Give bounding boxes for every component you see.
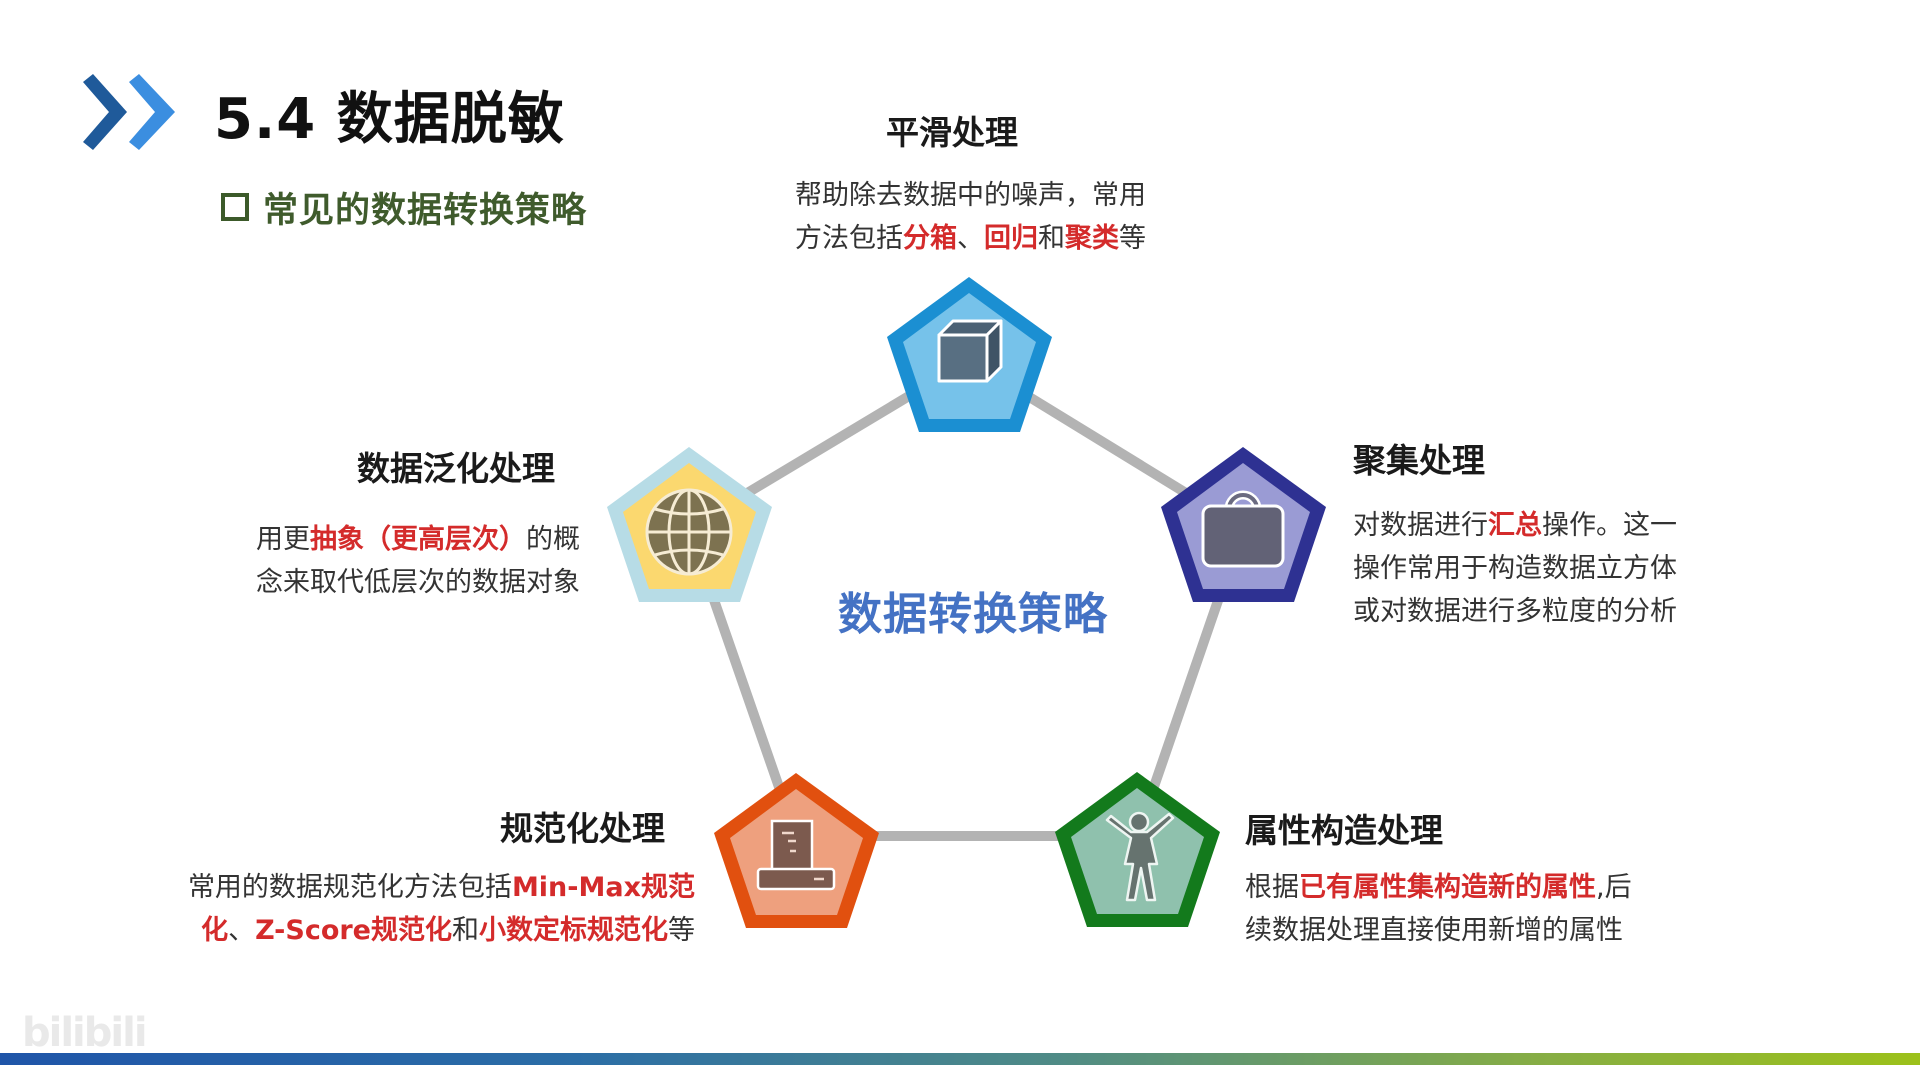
node-normalization-pentagon: [714, 773, 879, 928]
double-chevron-right-icon: [83, 74, 175, 150]
desc-text: 对数据进行: [1353, 510, 1488, 541]
desc-highlight: 化: [201, 915, 229, 946]
desc-text: 操作。这一: [1542, 510, 1677, 541]
desc-text: 方法包括: [795, 223, 903, 254]
desc-text: 或对数据进行多粒度的分析: [1353, 596, 1677, 627]
person-icon: [1105, 811, 1175, 902]
desc-highlight: 回归: [984, 223, 1038, 254]
node-generalization-pentagon: [607, 447, 772, 602]
desc-text: 等: [668, 915, 695, 946]
desc-text: 根据: [1245, 872, 1299, 903]
desc-highlight: 已有属性集构造新的属性: [1299, 872, 1596, 903]
center-label: 数据转换策略: [838, 589, 1108, 640]
cube-icon: [937, 319, 1003, 383]
briefcase-icon: [1201, 490, 1285, 568]
desc-highlight: Min-Max规范: [511, 872, 695, 903]
bullet-square-icon: [221, 193, 249, 221]
node-smoothing-pentagon: [887, 277, 1052, 432]
desc-line: 操作常用于构造数据立方体: [1353, 547, 1677, 590]
desc-line: 根据已有属性集构造新的属性,后: [1245, 866, 1632, 909]
desc-highlight: Z-Score规范化: [255, 915, 452, 946]
desc-line: 帮助除去数据中的噪声，常用: [795, 174, 1146, 217]
node-title-normalization: 规范化处理: [500, 809, 665, 848]
desc-text: 操作常用于构造数据立方体: [1353, 553, 1677, 584]
bottom-gradient-bar: [0, 1053, 1920, 1065]
desc-text: 用更: [256, 524, 310, 555]
desc-text: 等: [1119, 223, 1146, 254]
desc-line: 方法包括分箱、回归和聚类等: [795, 217, 1146, 260]
desc-text: 念来取代低层次的数据对象: [256, 567, 580, 598]
desc-highlight: 分箱: [903, 223, 957, 254]
node-desc-normalization: 常用的数据规范化方法包括Min-Max规范 化、Z-Score规范化和小数定标规…: [188, 866, 695, 952]
page-subtitle: 常见的数据转换策略: [263, 191, 588, 231]
node-desc-attribute: 根据已有属性集构造新的属性,后 续数据处理直接使用新增的属性: [1245, 866, 1632, 952]
desc-line: 念来取代低层次的数据对象: [256, 561, 580, 604]
desc-line: 或对数据进行多粒度的分析: [1353, 590, 1677, 633]
desc-line: 续数据处理直接使用新增的属性: [1245, 909, 1632, 952]
desc-text: 帮助除去数据中的噪声，常用: [795, 180, 1146, 211]
desc-line: 用更抽象（更高层次）的概: [256, 518, 580, 561]
node-aggregation-pentagon: [1161, 447, 1326, 602]
desc-highlight: 小数定标规范化: [479, 915, 668, 946]
desc-text: 、: [957, 223, 984, 254]
desc-text: 续数据处理直接使用新增的属性: [1245, 915, 1623, 946]
desc-line: 化、Z-Score规范化和小数定标规范化等: [188, 909, 695, 952]
desc-text: ,后: [1596, 872, 1632, 903]
node-title-aggregation: 聚集处理: [1353, 441, 1485, 480]
desc-text: 的概: [526, 524, 580, 555]
desc-text: 、: [228, 915, 256, 946]
desc-text: 和: [452, 915, 479, 946]
desc-line: 对数据进行汇总操作。这一: [1353, 504, 1677, 547]
desc-highlight: 聚类: [1065, 223, 1119, 254]
header: 5.4 数据脱敏 常见的数据转换策略: [0, 0, 1920, 240]
desc-text: 常用的数据规范化方法包括: [187, 872, 512, 903]
desc-highlight: 抽象（更高层次）: [310, 524, 526, 555]
watermark-logo: bilibili: [22, 1010, 148, 1056]
node-title-attribute: 属性构造处理: [1245, 811, 1443, 850]
page-title: 5.4 数据脱敏: [214, 87, 565, 152]
node-desc-smoothing: 帮助除去数据中的噪声，常用 方法包括分箱、回归和聚类等: [795, 174, 1146, 260]
node-attribute-pentagon: [1055, 772, 1220, 927]
node-title-smoothing: 平滑处理: [886, 113, 1018, 152]
node-desc-aggregation: 对数据进行汇总操作。这一 操作常用于构造数据立方体 或对数据进行多粒度的分析: [1353, 504, 1677, 633]
node-desc-generalization: 用更抽象（更高层次）的概 念来取代低层次的数据对象: [256, 518, 580, 604]
node-title-generalization: 数据泛化处理: [357, 449, 555, 488]
globe-icon: [645, 488, 733, 576]
desc-highlight: 汇总: [1488, 510, 1542, 541]
desc-line: 常用的数据规范化方法包括Min-Max规范: [188, 866, 695, 909]
desc-text: 和: [1038, 223, 1065, 254]
computer-icon: [756, 819, 836, 891]
